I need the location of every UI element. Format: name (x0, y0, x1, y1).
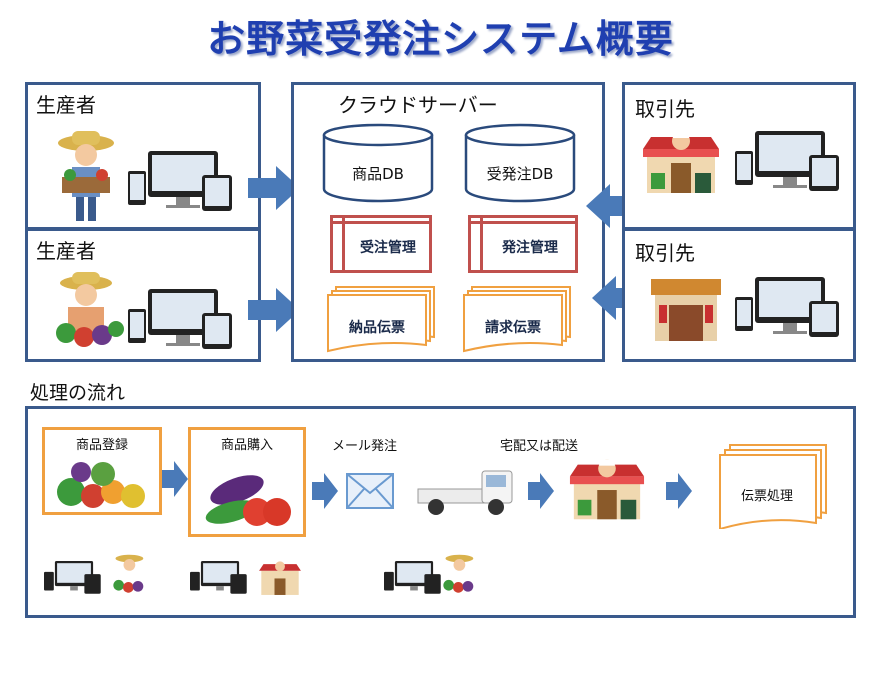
step-label: 商品購入 (220, 438, 273, 453)
eggplant-tomato-illustration (205, 475, 291, 526)
arrow-right-icon (248, 166, 300, 210)
flow-box: 商品登録 商品購入 メール発注 (25, 406, 856, 618)
arrow-right-icon (248, 288, 300, 332)
arrow-left-icon (586, 184, 638, 228)
step-product-registration: 商品登録 (42, 427, 162, 515)
management-label: 発注管理 (502, 240, 558, 256)
producer-label: 生産者 (36, 93, 96, 117)
devices-illustration (128, 289, 232, 349)
client-box-2: 取引先 (622, 228, 856, 362)
step-label: 宅配又は配送 (500, 439, 579, 454)
producer-label: 生産者 (36, 239, 96, 263)
arrow-right-icon (528, 473, 554, 509)
cloud-server-label: クラウドサーバー (338, 93, 498, 117)
slip-label: 請求伝票 (485, 320, 541, 336)
izakaya-illustration (651, 279, 721, 341)
devices-small-illustration (44, 561, 101, 594)
client-label: 取引先 (635, 97, 695, 121)
devices-small-illustration (384, 561, 441, 594)
step-label: 伝票処理 (740, 489, 793, 504)
order-placing-management: 発注管理 (468, 215, 578, 273)
producer-box-2: 生産者 (25, 228, 261, 362)
devices-small-illustration (190, 561, 247, 594)
delivery-truck-illustration (417, 470, 513, 515)
client-box-1: 取引先 (622, 82, 856, 230)
arrow-right-icon (162, 461, 188, 497)
arrow-right-icon (666, 473, 692, 509)
management-label: 受注管理 (360, 240, 416, 256)
database-icon (322, 123, 434, 203)
document-stack-icon (719, 444, 827, 529)
client-label: 取引先 (635, 241, 695, 265)
cloud-server-box: クラウドサーバー 商品DB 受発注DB 受注管理 発注管理 納品伝票 請求伝票 (291, 82, 605, 362)
flow-section-label: 処理の流れ (30, 382, 126, 404)
step-product-purchase: 商品購入 (188, 427, 306, 537)
devices-illustration (128, 151, 232, 211)
shop-small-illustration (259, 561, 301, 595)
arrow-right-icon (312, 473, 338, 509)
farmer-small-illustration (113, 554, 144, 593)
slip-label: 納品伝票 (349, 320, 405, 336)
devices-illustration (735, 131, 839, 191)
devices-illustration (735, 277, 839, 337)
producer-box-1: 生産者 (25, 82, 261, 230)
farmer-small-illustration (443, 554, 474, 593)
order-receiving-management: 受注管理 (330, 215, 432, 273)
arrow-left-icon (592, 276, 644, 320)
mail-icon (346, 473, 394, 509)
vegetables-illustration (57, 462, 145, 508)
step-label: 商品登録 (75, 438, 128, 453)
database-label: 受発注DB (486, 165, 554, 183)
farmer-vegetables-illustration (56, 272, 124, 347)
shop-illustration (643, 132, 719, 193)
page-title: お野菜受発注システム概要 (207, 17, 674, 61)
document-stack-icon (463, 286, 571, 353)
step-label: メール発注 (332, 439, 398, 454)
document-stack-icon (327, 286, 435, 353)
database-icon (464, 123, 576, 203)
database-label: 商品DB (352, 165, 404, 183)
farmer-illustration (58, 131, 114, 221)
shop-illustration (569, 459, 645, 520)
